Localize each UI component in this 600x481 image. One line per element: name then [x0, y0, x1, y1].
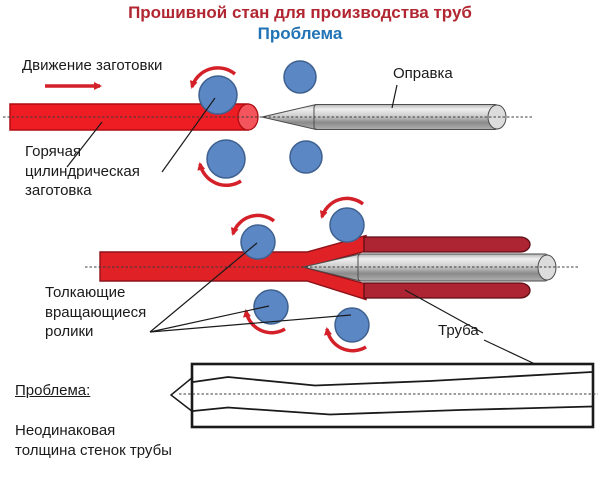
pointer-line — [66, 121, 103, 168]
tube-label: Труба — [438, 322, 479, 339]
roller-circle — [253, 289, 289, 325]
rotation-arrow — [243, 309, 286, 335]
billet-label: Горячая цилиндрическая заготовка — [25, 143, 140, 199]
rotation-arrow — [230, 213, 276, 236]
tube-wall-bottom — [363, 282, 531, 299]
mandrel-end — [537, 254, 557, 281]
piercing-mill-diagram — [3, 60, 598, 429]
problem-label: Проблема: Неодинаковая толщина стенок тр… — [15, 361, 172, 481]
pointer-line — [391, 84, 398, 109]
upper-diagram — [3, 60, 533, 188]
slide: Прошивной стан для производства труб Про… — [0, 2, 600, 459]
problem-box — [190, 362, 595, 429]
movement-label: Движение заготовки — [22, 57, 163, 74]
pointer-line — [149, 314, 352, 333]
roller-circle — [329, 207, 365, 243]
roller-circle — [289, 140, 323, 174]
pointer-line — [149, 305, 270, 333]
problem-label-title: Проблема: — [15, 382, 91, 399]
mandrel-end — [487, 104, 507, 130]
rotation-arrow — [319, 196, 365, 219]
pointer-line — [404, 289, 484, 334]
rotation-arrow — [197, 162, 242, 188]
mandrel-label: Оправка — [393, 65, 453, 82]
pointer-line — [149, 242, 258, 333]
problem-label-text: Неодинаковая толщина стенок трубы — [15, 422, 172, 459]
rotation-arrow — [324, 327, 367, 353]
middle-diagram — [85, 196, 578, 365]
title-line-2: Проблема — [257, 24, 343, 43]
pointer-line — [161, 97, 216, 173]
roller-circle — [240, 224, 276, 260]
roller-circle — [283, 60, 317, 94]
rollers-label: Толкающие вращающиеся ролики — [45, 284, 147, 340]
roller-circle — [198, 75, 238, 115]
problem-diagram — [169, 362, 598, 429]
tube-inner-wall-bottom — [192, 405, 593, 416]
bracket-pointer — [169, 376, 194, 413]
rotation-arrow — [189, 66, 237, 89]
tube-wall-top — [363, 236, 531, 253]
title-line-1: Прошивной стан для производства труб — [128, 3, 472, 22]
pointer-line — [483, 339, 536, 365]
billet-piercing-shape — [99, 234, 367, 301]
roller-circle — [206, 139, 246, 179]
slide-title: Прошивной стан для производства труб Про… — [0, 2, 600, 44]
tube-inner-wall-top — [192, 371, 593, 387]
roller-circle — [334, 307, 370, 343]
